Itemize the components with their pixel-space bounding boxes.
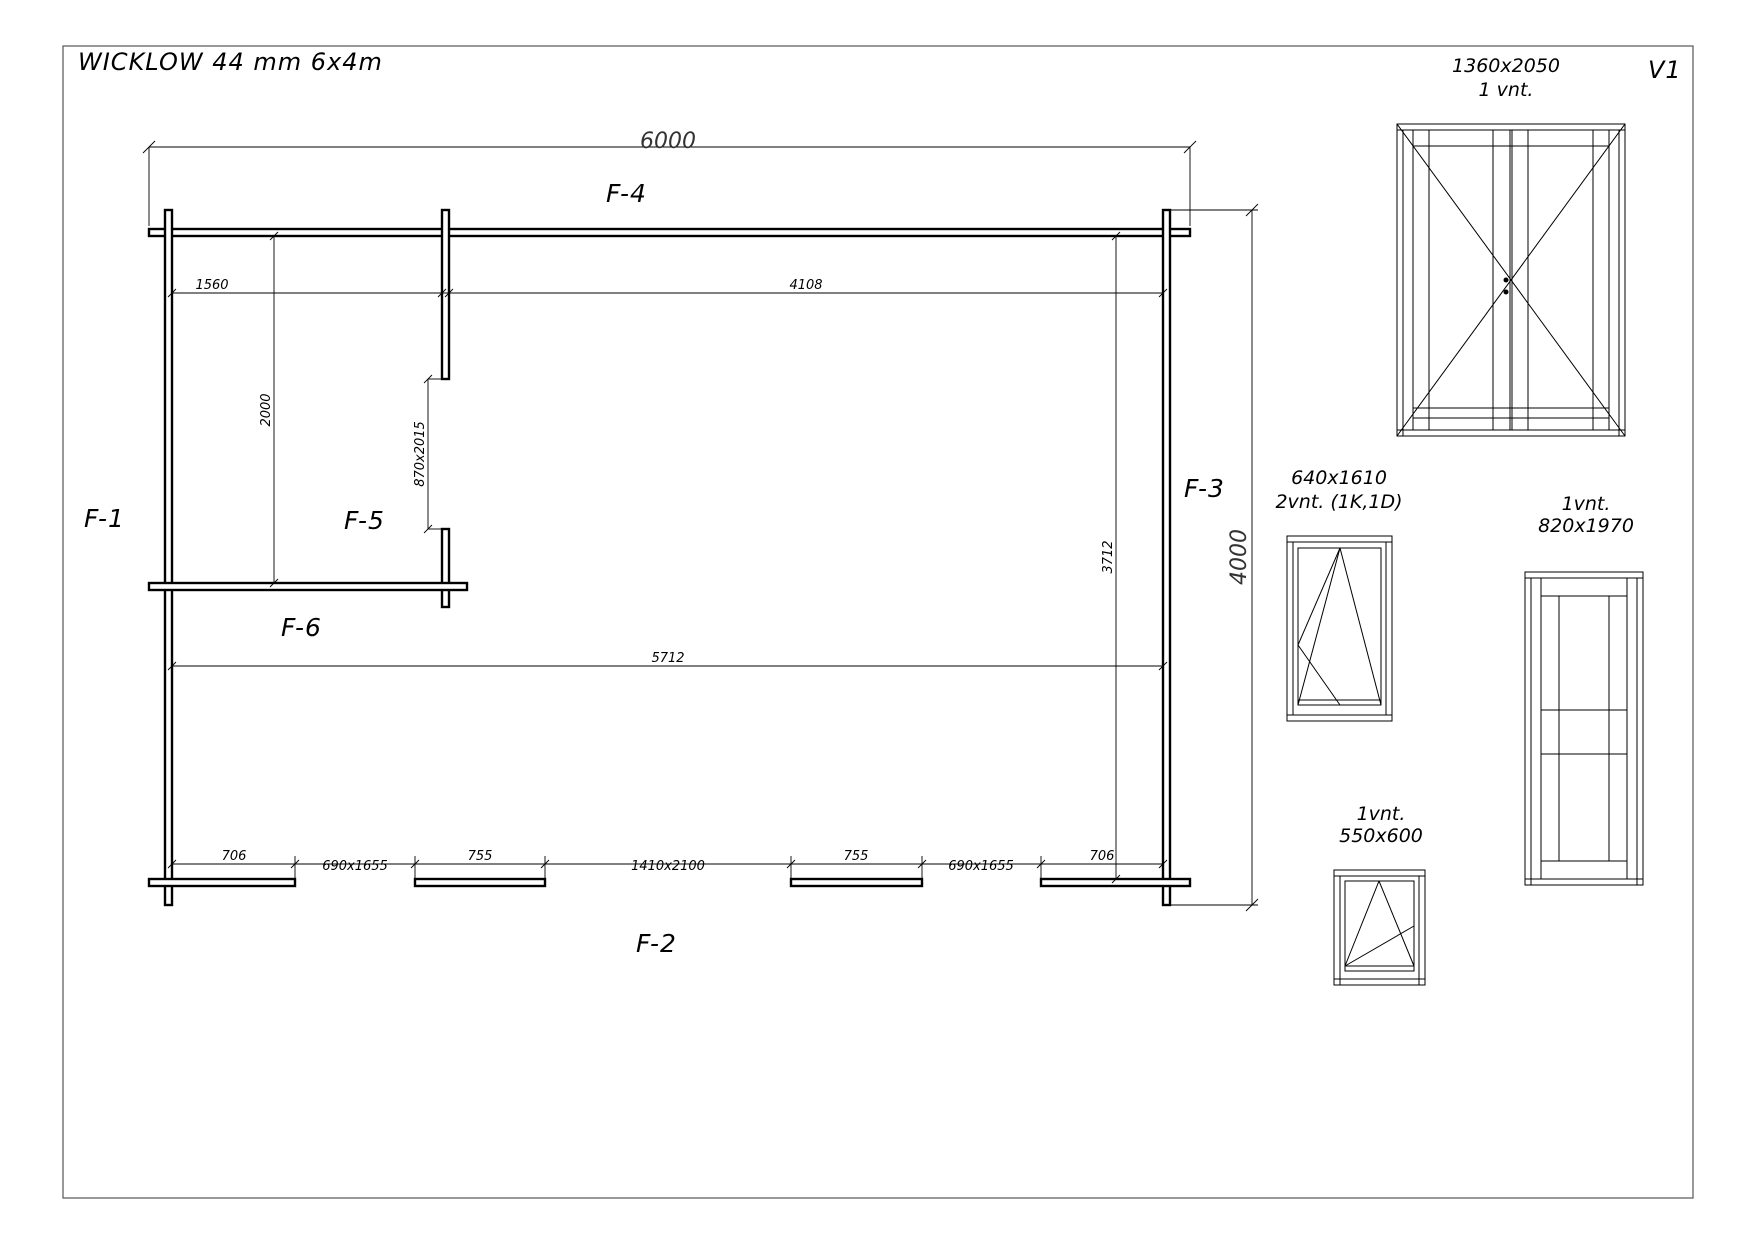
label-f4: F-4 [606, 179, 647, 208]
dim-front-seg-4: 706 [1090, 849, 1115, 864]
small-window-elevation [1333, 869, 1426, 986]
wall-f2-seg-1 [147, 877, 297, 888]
dim-room-depth: 2000 [259, 393, 274, 426]
small-window-size: 550x600 [1339, 825, 1423, 847]
tilt-window-elevation [1286, 535, 1393, 722]
small-window-count: 1vnt. [1357, 803, 1406, 825]
wall-f1 [163, 208, 174, 907]
dim-front-window-2: 690x1655 [948, 859, 1014, 874]
walls [147, 208, 1192, 907]
dim-interior-depth: 3712 [1101, 540, 1116, 573]
single-door-count: 1vnt. [1562, 493, 1611, 515]
tilt-window-count: 2vnt. (1K,1D) [1275, 491, 1402, 513]
wall-f5-lower [440, 527, 451, 609]
dim-hall-width: 4108 [789, 278, 822, 293]
dim-overall-width: 6000 [640, 129, 696, 154]
dim-front-seg-1: 706 [222, 849, 247, 864]
dim-front-window-1: 690x1655 [322, 859, 388, 874]
dim-front-seg-2: 755 [468, 849, 493, 864]
sheet-border [62, 45, 1694, 1199]
label-f1: F-1 [84, 504, 125, 533]
dim-interior-width: 5712 [651, 651, 684, 666]
wall-f2-seg-3 [789, 877, 924, 888]
label-f5: F-5 [344, 506, 385, 535]
tilt-window-size: 640x1610 [1291, 467, 1387, 489]
double-door-elevation [1396, 123, 1626, 437]
wall-f4 [147, 227, 1192, 238]
dim-overall-depth: 4000 [1227, 529, 1252, 585]
wall-f6 [147, 581, 469, 592]
dim-room-width: 1560 [195, 278, 228, 293]
sheet-title: WICKLOW 44 mm 6x4m [78, 48, 383, 76]
label-f2: F-2 [636, 929, 677, 958]
single-door-elevation [1524, 571, 1644, 886]
sheet-version: V1 [1648, 56, 1682, 84]
double-door-size: 1360x2050 [1452, 55, 1560, 77]
label-f6: F-6 [281, 613, 322, 642]
dim-front-seg-3: 755 [844, 849, 869, 864]
wall-f2-seg-2 [413, 877, 547, 888]
dimension-lines [142, 140, 1259, 912]
double-door-count: 1 vnt. [1479, 79, 1534, 101]
single-door-size: 820x1970 [1538, 515, 1634, 537]
dim-front-door: 1410x2100 [631, 859, 705, 874]
dim-interior-door: 870x2015 [413, 421, 428, 487]
label-f3: F-3 [1184, 474, 1225, 503]
wall-f3 [1161, 208, 1172, 907]
